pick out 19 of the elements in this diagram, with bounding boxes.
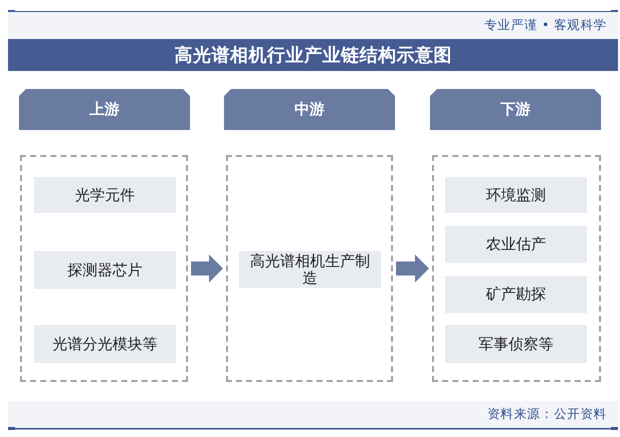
dashed-panel xyxy=(20,155,188,382)
stage-header: 上游 xyxy=(19,89,190,130)
item-box: 矿产勘探 xyxy=(445,276,587,313)
block-arrow xyxy=(396,254,429,282)
item-box: 农业估产 xyxy=(445,226,587,263)
dashed-panel xyxy=(226,155,393,382)
item-box: 探测器芯片 xyxy=(34,251,176,289)
slogan-text: 专业严谨 • 客观科学 xyxy=(484,17,607,34)
stage-header: 中游 xyxy=(224,89,395,130)
item-box: 环境监测 xyxy=(445,177,587,213)
block-arrow xyxy=(191,254,223,282)
source-note: 资料来源：公开资料 xyxy=(487,406,607,423)
item-box: 光谱分光模块等 xyxy=(34,325,176,363)
title-banner: 高光谱相机行业产业链结构示意图 xyxy=(8,39,618,71)
item-box: 高光谱相机生产制造 xyxy=(239,251,381,288)
item-box: 军事侦察等 xyxy=(445,325,587,363)
item-box: 光学元件 xyxy=(34,177,176,213)
stage-header: 下游 xyxy=(430,89,601,130)
dashed-panel xyxy=(432,155,601,382)
